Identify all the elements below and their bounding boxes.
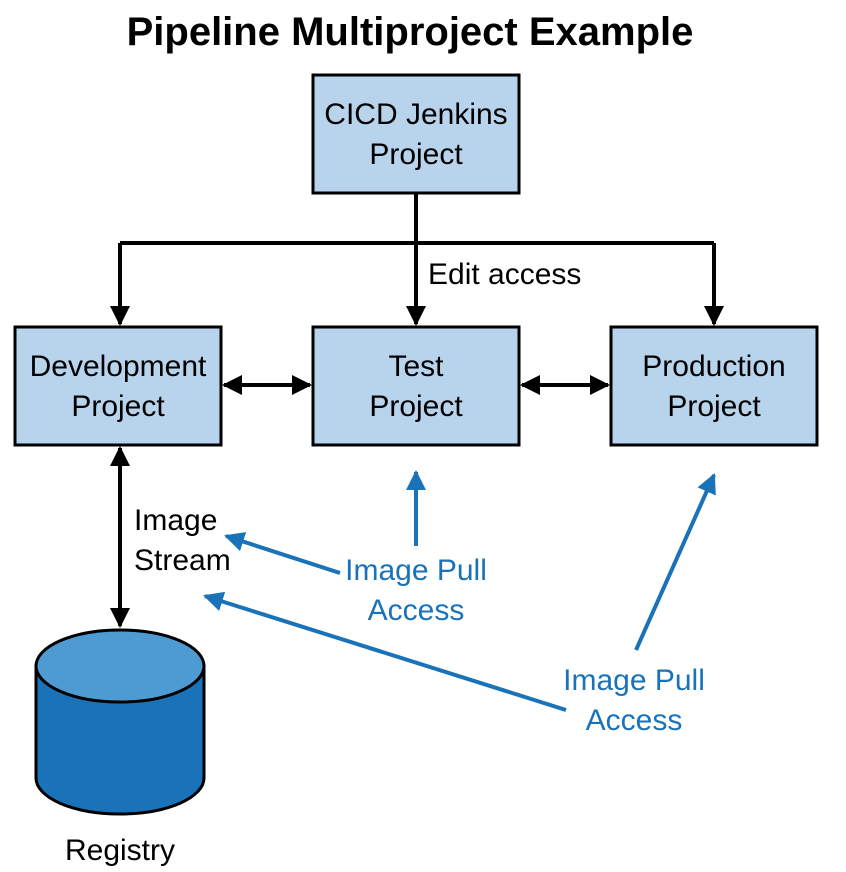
image-stream-label-line1: Image	[134, 504, 217, 537]
image-pull-access-test-line1: Image Pull	[345, 554, 487, 587]
cicd-jenkins-project-label-line2: Project	[369, 138, 463, 171]
development-project-label-line1: Development	[30, 350, 207, 383]
diagram-title: Pipeline Multiproject Example	[127, 10, 694, 54]
edit-access-connectors	[110, 193, 724, 326]
production-project-label-line2: Project	[667, 390, 761, 423]
image-pull-arrows	[203, 470, 716, 712]
development-project-label-line2: Project	[71, 390, 165, 423]
arrow-image-pull-to-production	[634, 473, 716, 651]
image-stream-label-line2: Stream	[134, 544, 231, 577]
test-project-box	[311, 325, 521, 447]
test-project-node: Test Project	[311, 325, 521, 447]
production-project-box	[609, 325, 819, 447]
registry-cylinder-body	[34, 664, 206, 816]
cicd-jenkins-project-label-line1: CICD Jenkins	[324, 98, 507, 131]
arrow-test-pull-to-image-stream	[224, 532, 341, 575]
test-project-label-line1: Test	[388, 350, 444, 383]
registry-label: Registry	[65, 834, 175, 867]
image-pull-access-test-line2: Access	[368, 594, 465, 627]
development-project-node: Development Project	[13, 325, 223, 447]
edit-access-label: Edit access	[428, 258, 581, 291]
production-project-node: Production Project	[609, 325, 819, 447]
cicd-jenkins-project-node: CICD Jenkins Project	[311, 73, 521, 195]
development-project-box	[13, 325, 223, 447]
image-pull-access-production-line2: Access	[586, 704, 683, 737]
production-project-label-line1: Production	[642, 350, 785, 383]
test-project-label-line2: Project	[369, 390, 463, 423]
image-pull-access-production-line1: Image Pull	[563, 664, 705, 697]
registry-cylinder-top	[34, 628, 206, 704]
database-cylinder-icon	[34, 628, 206, 816]
arrow-production-pull-to-image-stream	[203, 591, 567, 712]
cicd-jenkins-project-box	[311, 73, 521, 195]
